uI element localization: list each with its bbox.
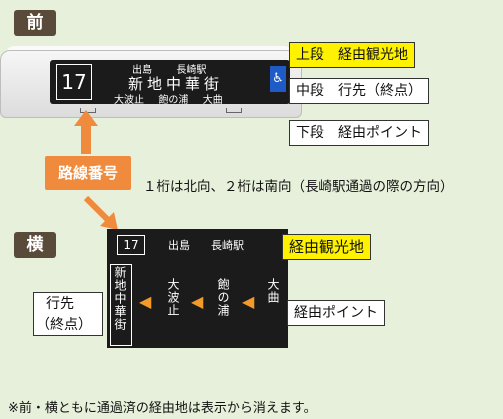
front-bottom-line: 大波止 飽の浦 大曲 — [114, 91, 223, 106]
side-top-stop-1: 出島 — [168, 239, 190, 252]
route-label-up-arrow — [74, 110, 98, 154]
footnote: ※前・横ともに通過済の経由地は表示から消えます。 — [8, 401, 317, 416]
bus-mirror-left — [80, 108, 96, 113]
front-callout-upper: 上段 経由観光地 — [289, 42, 415, 68]
front-destination-display — [50, 60, 290, 104]
side-column-4: 大曲 — [266, 278, 280, 304]
side-top-line: 出島 長崎駅 — [168, 237, 244, 253]
side-arrow-1: ◀ — [139, 292, 152, 311]
route-label-down-arrow — [83, 195, 118, 230]
bus-mirror-right — [226, 108, 242, 113]
side-column-2: 大波止 — [166, 278, 180, 317]
side-callout-via-points: 経由ポイント — [287, 300, 385, 326]
side-column-3: 飽の浦 — [216, 278, 230, 317]
side-callout-destination-line2: （終点） — [36, 317, 92, 333]
front-top-stop-2: 長崎駅 — [176, 65, 207, 76]
side-route-number: 17 — [117, 235, 145, 255]
front-route-number: 17 — [56, 64, 92, 100]
route-number-label: 路線番号 — [45, 156, 131, 190]
side-arrow-2: ◀ — [191, 292, 204, 311]
front-callout-middle: 中段 行先（終点） — [289, 78, 429, 104]
front-middle-line: 新地中華街 — [128, 75, 224, 93]
front-bottom-stop-1: 大波止 — [114, 95, 144, 106]
front-section-tag: 前 — [14, 10, 56, 36]
front-callout-lower: 下段 経由ポイント — [289, 120, 429, 146]
side-column-box-1 — [110, 264, 132, 346]
side-column-1: 新地中華街 — [113, 266, 127, 331]
route-number-note: １桁は北向、２桁は南向（長崎駅通過の際の方向） — [143, 179, 454, 195]
front-bottom-stop-2: 飽の浦 — [158, 95, 189, 106]
front-top-stop-1: 出島 — [132, 65, 152, 76]
side-destination-display — [107, 229, 288, 348]
side-arrow-3: ◀ — [242, 292, 255, 311]
side-top-stop-2: 長崎駅 — [211, 239, 244, 252]
side-section-tag: 横 — [14, 232, 56, 258]
front-bottom-stop-3: 大曲 — [202, 95, 223, 106]
wheelchair-icon: ♿ — [270, 66, 286, 92]
side-callout-destination-line1: 行先 — [46, 296, 74, 312]
side-callout-sightseeing: 経由観光地 — [282, 234, 372, 260]
front-top-line: 出島 長崎駅 — [132, 61, 272, 76]
side-callout-destination — [33, 292, 103, 336]
